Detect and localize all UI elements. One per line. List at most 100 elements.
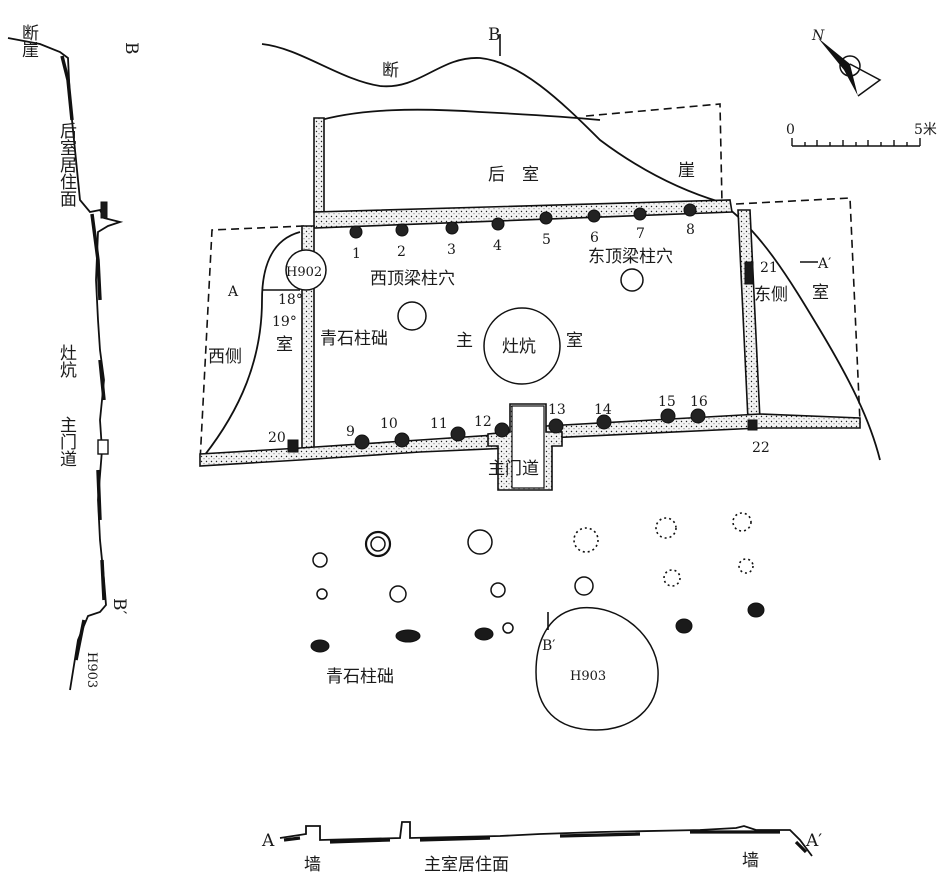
label-beam-east: 东顶梁柱穴: [588, 247, 673, 267]
section-bb-post: [100, 201, 108, 219]
label-main-room-right: 室: [566, 331, 583, 351]
south-post-numbers: 9 10 11 12 13 14 15 16: [346, 394, 708, 440]
label-post-18: 18°: [278, 292, 303, 308]
post-hole: [690, 408, 706, 424]
column-base: [490, 582, 506, 598]
post-number: 16: [690, 394, 708, 410]
column-base: [467, 529, 493, 555]
section-aa-profile: [279, 821, 813, 857]
label-main-door: 主门道: [488, 459, 539, 479]
label-h903: H903: [570, 669, 606, 684]
north-arrow-label: N: [811, 28, 825, 44]
rear-room-outline: [313, 108, 601, 123]
section-aa-floor-label: 主室居住面: [424, 855, 509, 875]
post-hole: [539, 211, 553, 225]
north-arrow-needle: [818, 38, 858, 96]
wall-rear-main: [313, 199, 733, 229]
section-bb-hearth-label: 灶炕: [56, 344, 77, 379]
post-hole: [450, 426, 466, 442]
south-wall-posts: [354, 408, 706, 450]
post-hole: [395, 223, 409, 237]
stone-base: [310, 639, 330, 653]
column-base-dotted: [738, 558, 754, 574]
label-cliff-top: 断: [382, 61, 399, 81]
label-cliff-right: 崖: [678, 161, 695, 181]
post-hole: [491, 217, 505, 231]
post-hole: [596, 414, 612, 430]
label-main-room-left: 主: [456, 331, 473, 351]
column-base-dotted: [573, 527, 599, 553]
label-stone-base: 青石柱础: [320, 329, 388, 349]
post-number: 10: [380, 416, 398, 432]
label-post-22: 22: [752, 440, 770, 456]
floor-plan: 断 B 后 室 崖 1 2 3 4 5 6 7 8 9 10 11 12 13 …: [199, 25, 881, 731]
small-pit-east: [620, 268, 644, 292]
column-base-dotted: [663, 569, 681, 587]
section-aa-wall-right-label: 墙: [742, 851, 759, 871]
section-aa-hatch: [283, 830, 808, 854]
column-base: [370, 536, 386, 552]
column-base: [574, 576, 594, 596]
column-base: [312, 552, 328, 568]
post-22: [747, 419, 758, 431]
post-hole: [445, 221, 459, 235]
label-stone-base-outside: 青石柱础: [326, 667, 394, 687]
post-hole: [683, 203, 697, 217]
section-bb-cliff-label: 断崖: [18, 24, 39, 58]
post-hole: [587, 209, 601, 223]
wall-east: [737, 209, 761, 421]
post-number: 2: [397, 244, 406, 260]
north-arrow-tail: [849, 63, 882, 97]
label-beam-west: 西顶梁柱穴: [370, 269, 455, 289]
post-number: 5: [542, 232, 551, 248]
label-east-side-room-2: 室: [812, 283, 829, 303]
rear-wall-posts: [349, 203, 697, 239]
label-post-21: 21: [760, 260, 778, 276]
post-number: 6: [590, 230, 599, 246]
column-base-dotted: [732, 512, 752, 532]
label-section-b-prime: B′: [542, 638, 555, 654]
post-hole: [349, 225, 363, 239]
section-bb-ground-hatch: [60, 55, 106, 661]
section-aa: A A′ 墙 主室居住面 墙: [261, 821, 822, 875]
label-hearth: 灶炕: [502, 337, 536, 357]
pit-h903: [535, 606, 659, 731]
column-base: [502, 622, 514, 634]
post-number: 14: [594, 402, 612, 418]
section-bb-door-step: [97, 439, 109, 455]
post-number: 1: [352, 246, 361, 262]
section-bb-b-prime-label: B′: [109, 598, 129, 614]
post-21: [744, 261, 754, 285]
post-number: 4: [493, 238, 502, 254]
post-number: 9: [346, 424, 355, 440]
column-base-dotted: [655, 517, 677, 539]
section-aa-a-label: A: [261, 831, 275, 851]
dashed-outline-east: [735, 197, 861, 423]
post-hole: [494, 422, 510, 438]
post-number: 15: [658, 394, 676, 410]
stone-base: [474, 627, 494, 641]
post-number: 13: [548, 402, 566, 418]
section-bb-rear-floor-label: 后室居住面: [56, 122, 77, 207]
post-hole: [548, 418, 564, 434]
label-section-a: A: [227, 284, 239, 300]
stone-base: [747, 602, 765, 618]
dashed-outline-west: [199, 225, 305, 463]
door-threshold: [511, 405, 545, 489]
post-hole: [394, 432, 410, 448]
west-room-outline: [203, 231, 301, 457]
north-arrow-center: [839, 55, 861, 77]
hearth: [483, 307, 561, 385]
section-bb-b-label: B: [121, 42, 141, 55]
label-east-side-room: 东侧: [754, 285, 788, 305]
label-post-19: 19°: [272, 314, 297, 330]
post-number: 12: [474, 414, 492, 430]
label-west-side-room-2: 室: [276, 335, 293, 355]
stone-base: [395, 629, 421, 643]
label-rear-room: 后 室: [488, 165, 539, 185]
stone-base: [675, 618, 693, 634]
scale-bar: 0 5米: [786, 122, 937, 147]
label-section-b: B: [488, 25, 501, 45]
post-hole: [660, 408, 676, 424]
